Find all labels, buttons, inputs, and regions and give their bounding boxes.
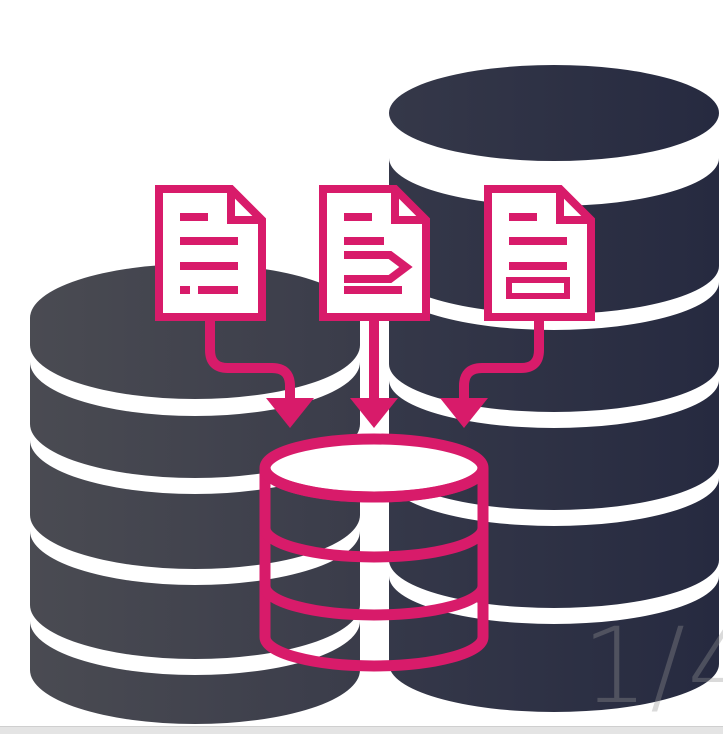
document-icon (484, 185, 595, 321)
arrow-down-icon (205, 317, 314, 428)
document-icon (155, 185, 266, 321)
page-counter: 1/4 (582, 605, 723, 727)
arrow-down-icon (350, 317, 398, 428)
merged-database-icon (259, 433, 489, 672)
bottom-bar (0, 726, 723, 734)
arrow-down-icon (440, 317, 544, 428)
document-icon (319, 185, 430, 321)
